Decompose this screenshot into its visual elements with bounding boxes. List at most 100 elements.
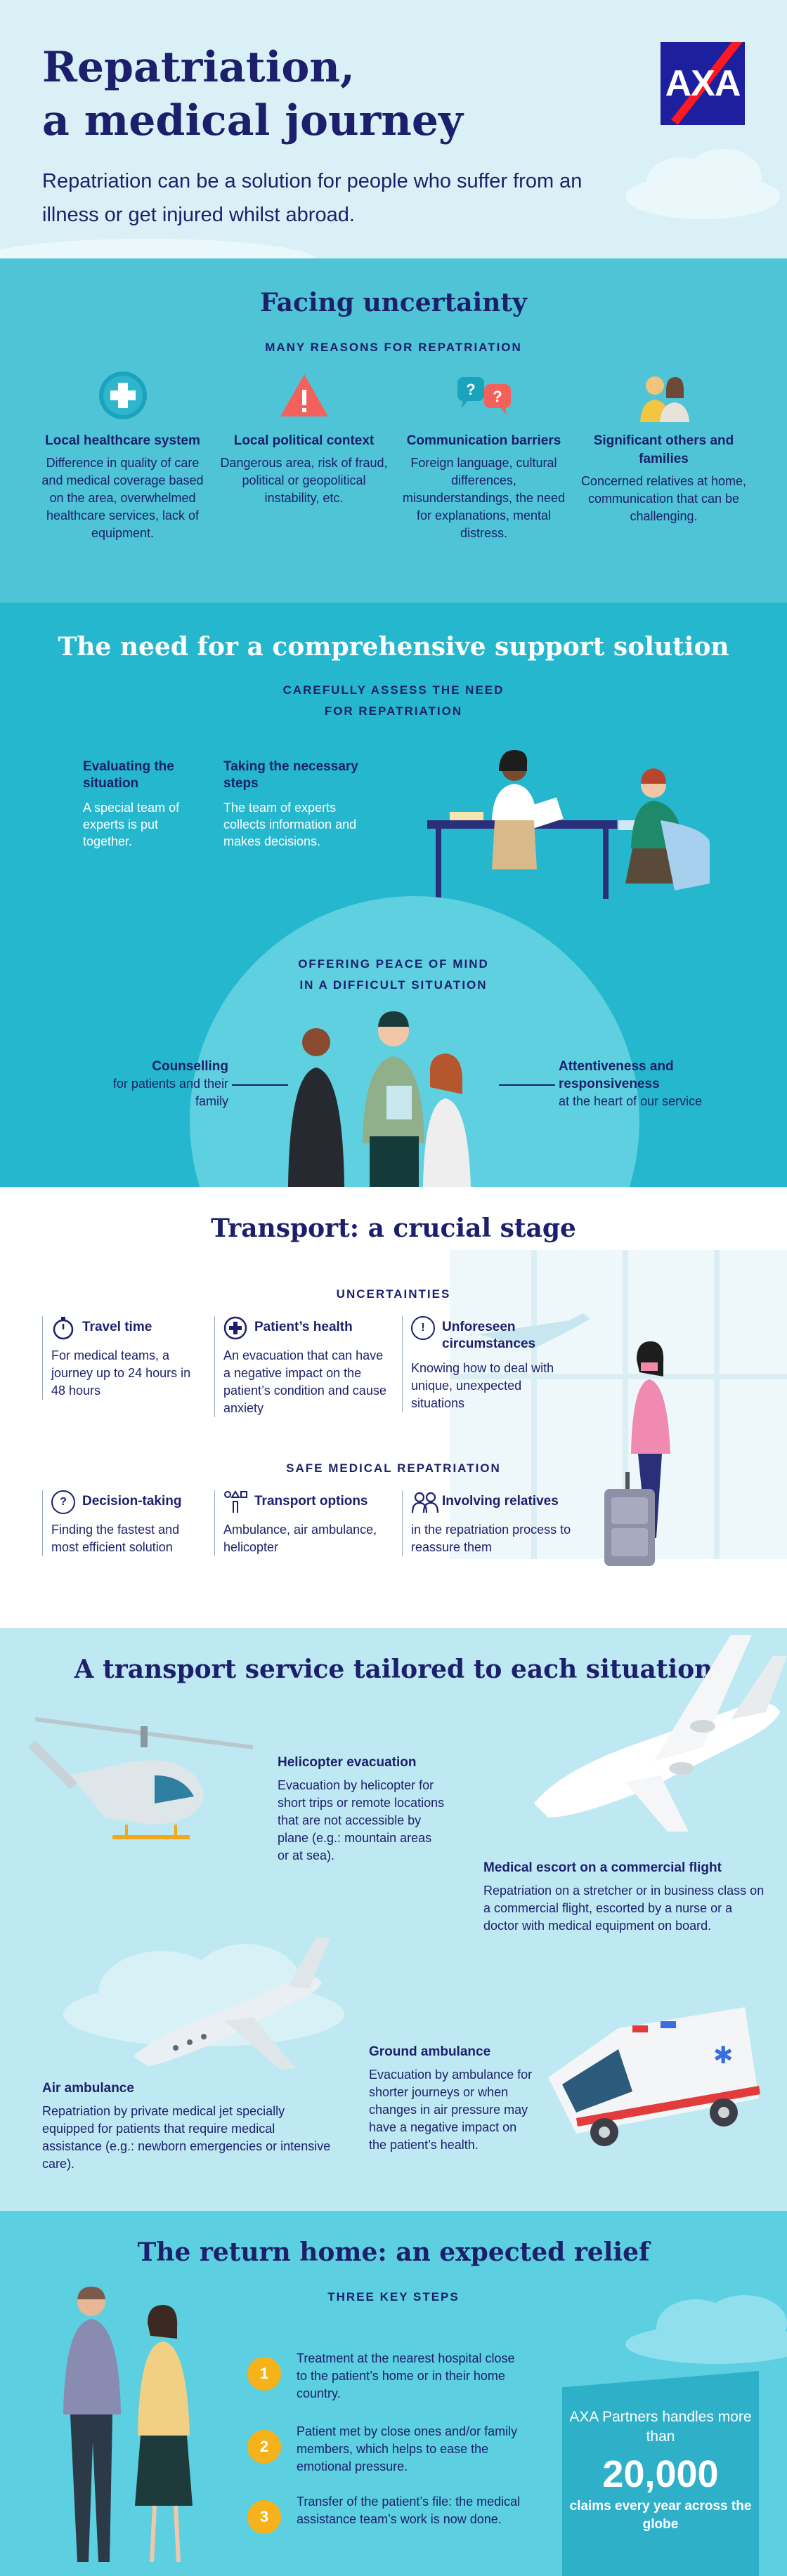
logo-wordmark: AXA [665,63,741,104]
attentiveness-body: at the heart of our service [559,1094,703,1108]
services-section: A transport service tailored to each sit… [0,1628,787,2211]
step-body: The team of experts collects information… [223,801,357,848]
air-ambulance-jet-illustration [134,1937,330,2070]
reason-head: Communication barriers [406,433,561,448]
axa-logo: AXA [661,42,745,125]
stat-caption: claims every year across the globe [569,2499,752,2532]
kicker-line: OFFERING PEACE OF MIND [298,957,489,971]
section-title: Transport: a crucial stage [211,1214,576,1243]
warning-icon [276,367,332,423]
step-text: Transfer of the patient’s file: the medi… [297,2495,521,2526]
claims-stat-box: AXA Partners handles more than 20,000 cl… [562,2371,759,2576]
service-body: Evacuation by helicopter for short trips… [278,1778,445,1862]
card-head: Involving relatives [442,1494,559,1509]
safe-decision-taking: ? Decision-taking Finding the fastest an… [42,1490,200,1556]
step-body: A special team of experts is put togethe… [83,801,180,848]
exclamation-icon: ! [411,1316,435,1340]
traveller-illustration [604,1341,670,1566]
attentiveness-label: Attentiveness and responsiveness at the … [559,1058,713,1110]
reason-body: Difference in quality of care and medica… [41,456,204,540]
service-head: Air ambulance [42,2081,134,2096]
support-section: The need for a comprehensive support sol… [0,603,787,1187]
health-cross-icon [223,1316,247,1340]
card-head: Transport options [254,1494,368,1509]
key-step-3: 3 Transfer of the patient’s file: the me… [247,2493,528,2534]
service-head: Helicopter evacuation [278,1755,417,1770]
reason-body: Concerned relatives at home, communicati… [580,474,747,523]
step-number-badge: 3 [247,2500,281,2534]
reason-political: Local political context Dangerous area, … [218,367,390,507]
step-evaluating: Evaluating the situation A special team … [83,758,188,850]
reason-communication: ?? Communication barriers Foreign langua… [398,367,570,542]
section-title: Facing uncertainty [260,288,527,317]
kicker-line: FOR REPATRIATION [324,704,463,718]
svg-text:✱: ✱ [713,2042,734,2070]
svg-text:?: ? [466,381,475,398]
uncertainty-travel-time: Travel time For medical teams, a journey… [42,1316,200,1400]
meeting-illustration [427,750,710,899]
card-body: Ambulance, air ambulance, helicopter [223,1523,377,1554]
kicker-line: IN A DIFFICULT SITUATION [299,978,488,992]
family-icon [636,367,692,423]
reason-body: Foreign language, cultural differences, … [402,456,566,540]
key-step-1: 1 Treatment at the nearest hospital clos… [247,2350,528,2403]
service-helicopter: Helicopter evacuation Evacuation by heli… [278,1754,446,1865]
stopwatch-icon [51,1316,75,1340]
card-head: Unforeseen circumstances [442,1320,536,1351]
section-kicker: MANY REASONS FOR REPATRIATION [265,341,522,354]
key-step-2: 2 Patient met by close ones and/or famil… [247,2423,528,2476]
ground-ambulance-illustration: ✱ [548,2007,760,2146]
section-kicker: CAREFULLY ASSESS THE NEED FOR REPATRIATI… [0,680,787,722]
uncertainty-unforeseen: ! Unforeseen circumstances Knowing how t… [402,1316,564,1412]
card-header: Patient’s health [223,1316,390,1340]
card-header: ! Unforeseen circumstances [411,1316,564,1353]
question-icon: ? [51,1490,75,1514]
transport-options-icon [223,1490,247,1514]
stat-number: 20,000 [602,2453,719,2495]
step-taking: Taking the necessary steps The team of e… [223,758,371,850]
cloud-decoration [625,149,780,219]
step-head: Taking the necessary steps [223,759,358,791]
people-icon [411,1490,439,1514]
reason-head: Significant others and families [593,433,734,466]
reason-body: Dangerous area, risk of fraud, political… [220,456,388,505]
uncertainty-patient-health: Patient’s health An evacuation that can … [214,1316,390,1417]
transport-section: Transport: a crucial stage UNCERTAINTIES… [0,1187,787,1628]
card-header: ? Decision-taking [51,1490,200,1514]
speech-bubbles-icon: ?? [456,367,512,423]
reason-head: Local healthcare system [45,433,200,448]
connector-line [499,1084,555,1086]
service-ground-ambulance: Ground ambulance Evacuation by ambulance… [369,2044,538,2154]
step-number-badge: 2 [247,2430,281,2464]
counselling-label: Counselling for patients and their famil… [98,1058,228,1110]
service-body: Evacuation by ambulance for shorter jour… [369,2068,533,2152]
section-title: The need for a comprehensive support sol… [58,632,729,662]
cloud-decoration [625,2295,787,2364]
card-header: Involving relatives [411,1490,574,1514]
service-body: Repatriation by private medical jet spec… [42,2104,331,2171]
connector-line [232,1084,288,1086]
reason-head: Local political context [233,433,375,448]
section-kicker: THREE KEY STEPS [327,2290,460,2304]
step-text: Treatment at the nearest hospital close … [297,2351,515,2400]
service-medical-escort: Medical escort on a commercial flight Re… [483,1860,765,1935]
page-title-line-1: Repatriation, [42,43,355,92]
card-header: Travel time [51,1316,200,1340]
card-body: Knowing how to deal with unique, unexpec… [411,1361,554,1410]
family-counselling-illustration [288,1011,471,1187]
svg-text:?: ? [493,388,502,405]
section-title: The return home: an expected relief [137,2237,650,2267]
counselling-body: for patients and their family [112,1077,228,1108]
card-body: For medical teams, a journey up to 24 ho… [51,1348,191,1398]
attentiveness-head: Attentiveness and responsiveness [559,1059,674,1091]
safe-involving-relatives: Involving relatives in the repatriation … [402,1490,574,1556]
helicopter-illustration [28,1717,254,1839]
return-home-section: The return home: an expected relief THRE… [0,2211,787,2576]
stat-label: AXA Partners handles more than [569,2409,752,2445]
safe-repatriation-kicker: SAFE MEDICAL REPATRIATION [286,1461,501,1475]
section-background [0,258,787,603]
peace-kicker: OFFERING PEACE OF MIND IN A DIFFICULT SI… [0,954,787,996]
card-body: in the repatriation process to reassure … [411,1523,571,1554]
page-title-line-2: a medical journey [42,96,463,145]
